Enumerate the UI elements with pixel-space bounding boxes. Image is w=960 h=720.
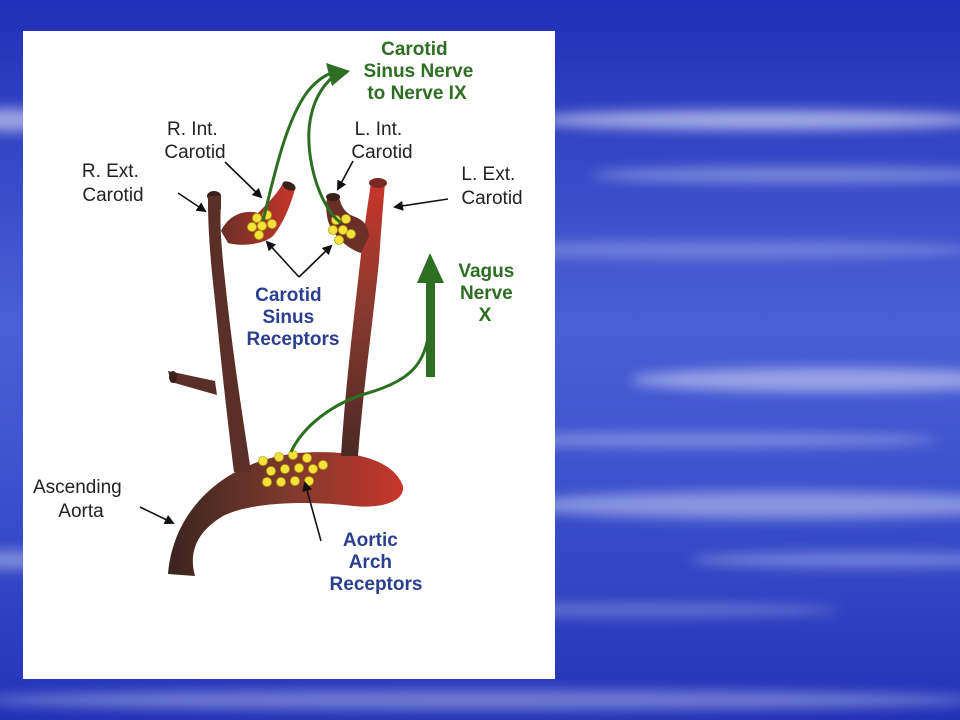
left-carotid-sinus-receptors [328,214,356,245]
aortic-arch-receptors-label: Aortic Arch Receptors [330,530,423,595]
baroreceptor-diagram: Carotid Sinus Nerve to Nerve IX R. Int. … [33,39,523,595]
baroreceptor-figure: Carotid Sinus Nerve to Nerve IX R. Int. … [23,31,555,679]
aortic-arch [168,452,404,576]
pointer-arrows [139,160,449,542]
l-ext-carotid-label: L. Ext. Carotid [461,164,522,209]
vagus-nerve-label: Vagus Nerve X [458,261,519,326]
carotid-sinus-nerve-arrowhead [326,63,350,86]
left-common-carotid [341,183,385,456]
vagus-nerve [289,279,431,453]
l-int-carotid-label: L. Int. Carotid [351,119,412,163]
r-ext-carotid-label: R. Ext. Carotid [82,161,144,206]
r-int-carotid-label: R. Int. Carotid [164,119,225,163]
vagus-nerve-shaft [426,279,435,377]
right-carotid-sinus-receptors [247,210,277,240]
carotid-sinus-receptors-label: Carotid Sinus Receptors [247,285,340,350]
right-common-carotid [208,203,251,472]
carotid-sinus-nerves [261,69,342,225]
vagus-nerve-arrowhead [417,253,444,283]
right-subclavian-branch [168,371,217,395]
carotid-sinus-nerve-label: Carotid Sinus Nerve to Nerve IX [363,39,478,104]
ascending-aorta-label: Ascending Aorta [33,477,127,522]
left-carotid-sinus [326,196,369,253]
